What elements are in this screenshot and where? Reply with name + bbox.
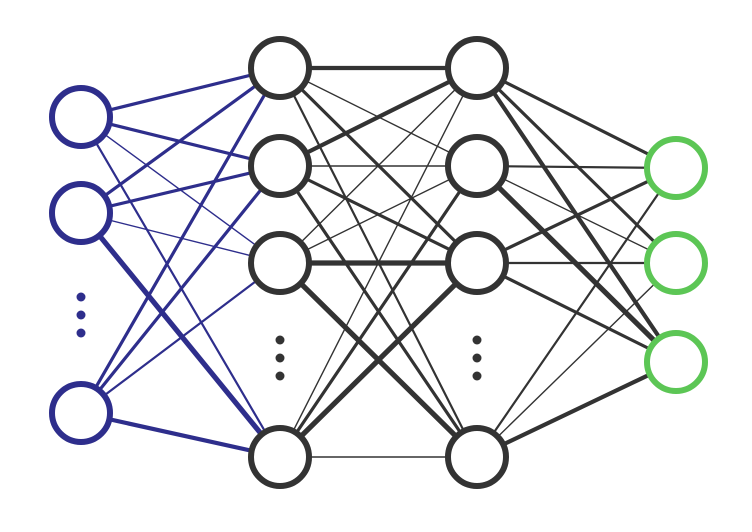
neurons <box>49 36 708 489</box>
connection-line <box>79 66 282 215</box>
ellipsis-dot <box>76 310 86 320</box>
connection-line <box>277 65 480 169</box>
connection-line <box>475 166 678 265</box>
connection-line <box>278 164 479 459</box>
hidden-node <box>445 36 509 100</box>
hidden-node <box>445 134 509 198</box>
ellipsis-dot <box>472 371 482 381</box>
hidden-node <box>445 231 509 295</box>
ellipsis-dot <box>76 292 86 302</box>
hidden-node <box>248 36 312 100</box>
output-node <box>644 231 708 295</box>
connection-line <box>474 359 679 460</box>
input-node <box>49 181 113 245</box>
input-node <box>49 381 113 445</box>
connection-line <box>79 164 282 215</box>
connection-line <box>79 66 282 119</box>
connection-line <box>475 66 678 170</box>
hidden-node <box>445 425 509 489</box>
output-node <box>644 136 708 200</box>
hidden-node <box>248 231 312 295</box>
connection-line <box>277 260 480 460</box>
output-node <box>644 330 708 394</box>
ellipsis-dot <box>472 353 482 363</box>
ellipses <box>76 292 482 381</box>
ellipsis-dot <box>275 353 285 363</box>
ellipsis-dot <box>275 371 285 381</box>
hidden-node <box>248 134 312 198</box>
connection-line <box>476 262 677 458</box>
connection-line <box>475 164 678 170</box>
connection-line <box>279 67 478 458</box>
hidden-node <box>248 425 312 489</box>
connection-line <box>79 66 282 415</box>
connection-line <box>78 210 283 460</box>
ellipsis-dot <box>275 335 285 345</box>
ellipsis-dot <box>472 335 482 345</box>
connection-line <box>475 166 678 459</box>
connection-line <box>79 261 282 415</box>
connection-line <box>79 164 282 415</box>
connection-line <box>475 66 678 265</box>
connections <box>78 65 679 460</box>
input-node <box>49 85 113 149</box>
connection-line <box>279 165 478 264</box>
connection-line <box>78 410 283 460</box>
connection-line <box>279 67 478 264</box>
ellipsis-dot <box>76 328 86 338</box>
